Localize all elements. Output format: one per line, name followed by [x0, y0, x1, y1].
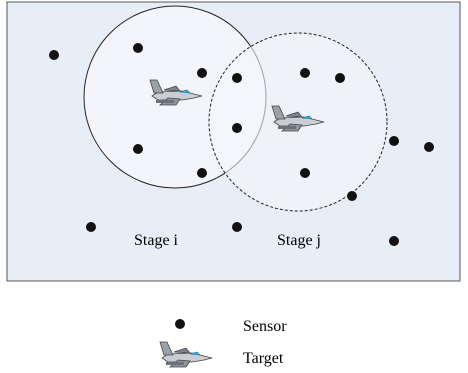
- sensor-node: [49, 50, 59, 60]
- sensor-node: [232, 123, 242, 133]
- sensor-node: [300, 168, 310, 178]
- legend-sensor-label: Sensor: [243, 318, 287, 335]
- sensor-node: [389, 236, 399, 246]
- sensor-node: [300, 68, 310, 78]
- sensor-node: [347, 191, 357, 201]
- sensor-node: [133, 43, 143, 53]
- sensor-node: [232, 73, 242, 83]
- sensor-node: [197, 68, 207, 78]
- sensor-node: [86, 222, 96, 232]
- sensor-node: [232, 222, 242, 232]
- legend: Sensor Target: [159, 318, 287, 368]
- sensors: [49, 43, 434, 246]
- legend-target-icon: [159, 341, 213, 368]
- sensor-node: [389, 136, 399, 146]
- sensor-node: [424, 142, 434, 152]
- sensor-node: [133, 144, 143, 154]
- sensor-node: [197, 168, 207, 178]
- legend-sensor-icon: [175, 319, 185, 329]
- stage-i-label: Stage i: [134, 232, 179, 249]
- stage-j-label: Stage j: [277, 232, 321, 249]
- sensor-node: [335, 73, 345, 83]
- legend-target-label: Target: [243, 350, 284, 367]
